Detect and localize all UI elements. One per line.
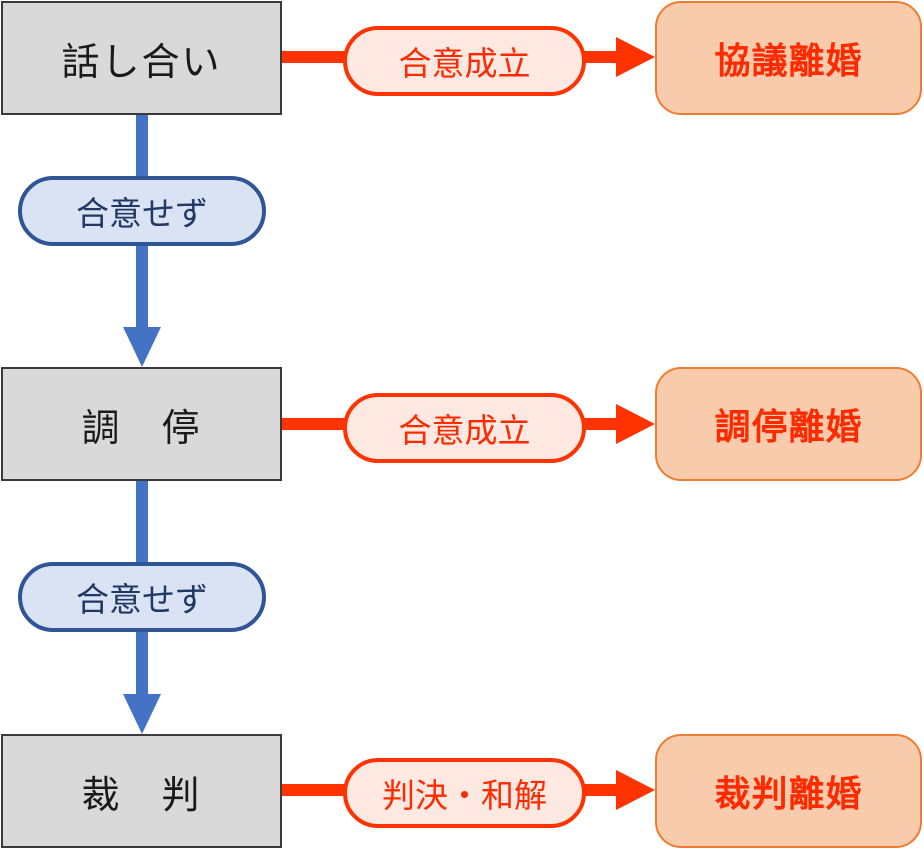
result-2-label: 調停離婚 [714,407,863,448]
stage-mediation-label: 調 停 [81,405,202,450]
stage-discussion: 話し合い [1,1,282,115]
result-chotei-rikon: 調停離婚 [655,367,922,481]
outcome-pill-2-label: 合意成立 [398,411,531,450]
stage-trial: 裁 判 [1,734,282,848]
success-arrow-2 [282,404,655,444]
outcome-pill-3-label: 判決・和解 [382,776,547,815]
no-agreement-pill-2: 合意せず [18,562,266,632]
failure-arrow-1 [123,114,161,367]
stage-trial-label: 裁 判 [81,772,202,817]
stage-mediation: 調 停 [1,367,282,481]
result-saiban-rikon: 裁判離婚 [655,734,922,848]
success-arrow-3 [282,770,655,810]
outcome-pill-1-label: 合意成立 [398,44,531,83]
result-3-label: 裁判離婚 [714,774,863,815]
no-agreement-pill-1-label: 合意せず [76,194,208,233]
stage-discussion-label: 話し合い [61,39,222,84]
outcome-pill-2: 合意成立 [343,393,586,463]
result-kyogi-rikon: 協議離婚 [655,1,922,115]
no-agreement-pill-2-label: 合意せず [76,580,208,619]
result-1-label: 協議離婚 [714,41,863,82]
no-agreement-pill-1: 合意せず [18,176,266,246]
failure-arrow-2 [123,481,161,734]
success-arrow-1 [282,37,655,77]
outcome-pill-1: 合意成立 [343,26,586,96]
outcome-pill-3: 判決・和解 [343,758,586,828]
